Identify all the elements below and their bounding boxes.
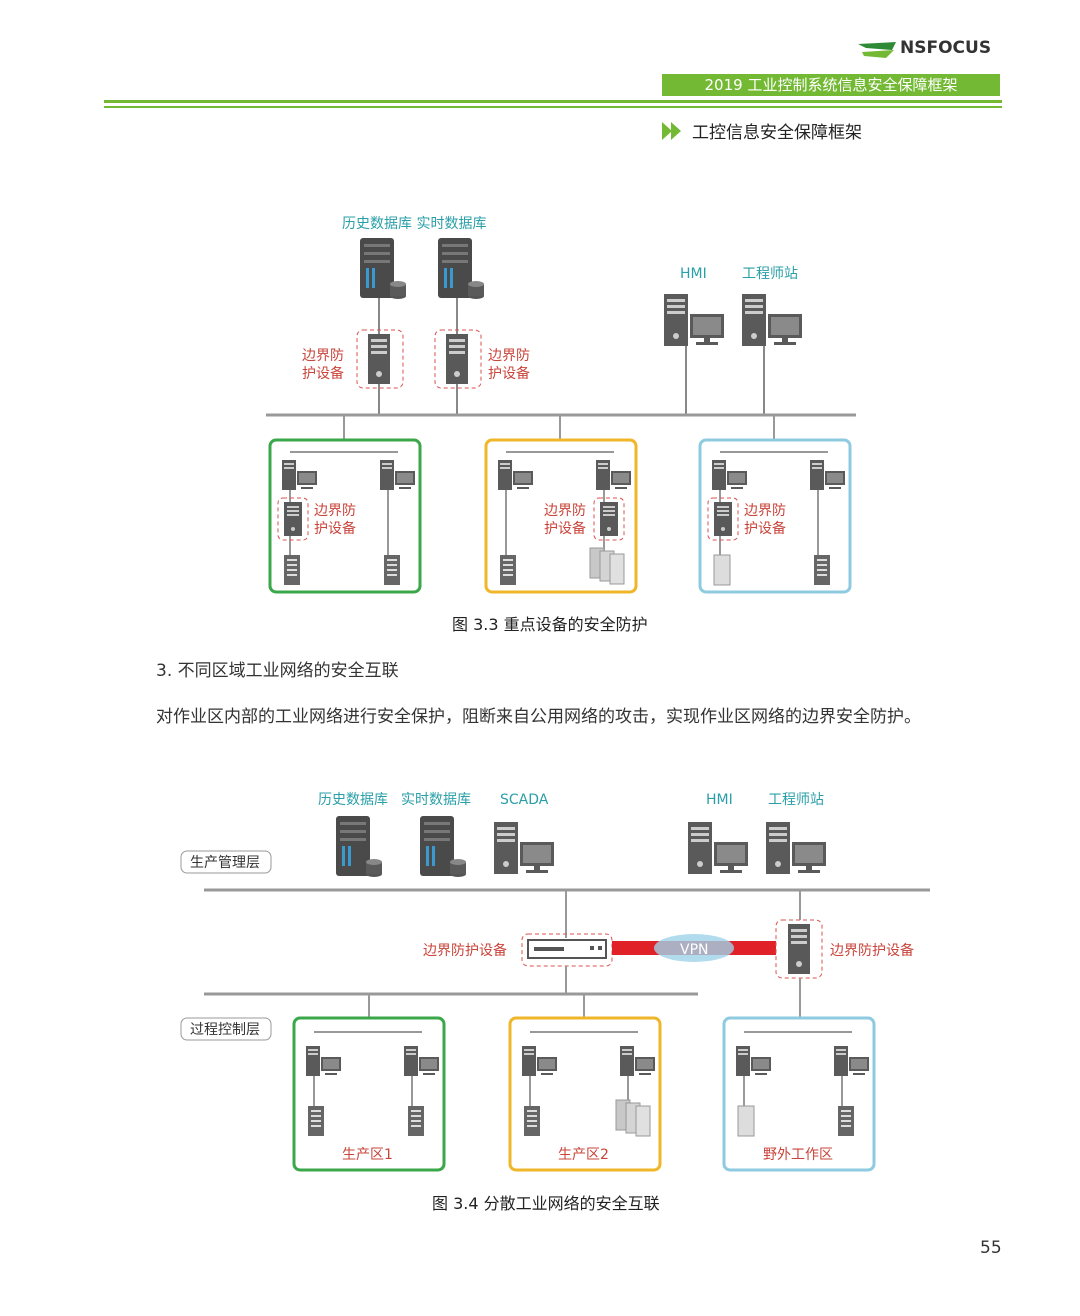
border-device-icon	[368, 334, 390, 384]
engineer-label: 工程师站	[768, 792, 824, 808]
svg-text:边界防: 边界防	[302, 348, 344, 364]
figure-3-4-caption: 图 3.4 分散工业网络的安全互联	[432, 1194, 660, 1213]
zone-2-label: 生产区2	[558, 1147, 609, 1163]
svg-text:边界防: 边界防	[744, 503, 786, 519]
production-zone-2	[508, 1016, 662, 1172]
engineer-workstation-icon	[766, 822, 826, 874]
field-work-zone	[722, 1016, 876, 1172]
production-zone-1	[292, 1016, 446, 1172]
border-device-icon	[788, 924, 810, 974]
hmi-workstation-icon	[688, 822, 748, 874]
svg-text:护设备: 护设备	[302, 365, 344, 382]
realtime-db-label: 实时数据库	[401, 792, 471, 808]
svg-text:边界防: 边界防	[488, 348, 530, 364]
page-number: 55	[980, 1238, 1002, 1258]
history-db-label: 历史数据库	[318, 792, 388, 808]
history-db-server-icon	[336, 816, 382, 877]
document-title: 2019 工业控制系统信息安全保障框架	[704, 76, 958, 94]
figure-3-3-diagram: 历史数据库 实时数据库 HMI 工程师站 边界防 护设备 边界防 护设备 边界防…	[266, 216, 856, 594]
figure-3-4-diagram: 生产管理层 过程控制层 VPN 边界防护设备 边界防护设备	[180, 792, 930, 1172]
svg-text:边界防: 边界防	[314, 503, 356, 519]
header-title-bar	[662, 74, 1000, 96]
zone-box-yellow	[484, 438, 638, 594]
scada-label: SCADA	[500, 792, 549, 808]
subsection-heading: 3. 不同区域工业网络的安全互联	[156, 661, 399, 681]
zone-box-blue	[698, 438, 852, 594]
nsfocus-logo-icon	[858, 42, 896, 58]
scada-workstation-icon	[494, 822, 554, 874]
engineer-workstation-icon	[742, 294, 802, 346]
border-device-label-right: 边界防护设备	[830, 942, 914, 959]
section-title: 工控信息安全保障框架	[692, 123, 862, 143]
border-device-label-left: 边界防护设备	[423, 942, 507, 959]
hmi-label: HMI	[706, 792, 733, 808]
realtime-db-server-icon	[438, 238, 484, 299]
realtime-db-server-icon	[420, 816, 466, 877]
zone-box-green	[268, 438, 422, 594]
svg-text:护设备: 护设备	[488, 365, 530, 382]
layer-label-control: 过程控制层	[190, 1022, 260, 1038]
vpn-label: VPN	[680, 942, 709, 958]
layer-label-management: 生产管理层	[190, 855, 260, 871]
svg-text:护设备: 护设备	[544, 520, 586, 537]
svg-text:护设备: 护设备	[744, 520, 786, 537]
svg-text:边界防: 边界防	[544, 503, 586, 519]
hmi-label: HMI	[680, 266, 707, 282]
border-device-icon	[446, 334, 468, 384]
engineer-label: 工程师站	[742, 266, 798, 282]
zone-1-label: 生产区1	[342, 1147, 393, 1163]
db-label: 历史数据库 实时数据库	[342, 216, 486, 232]
figure-3-3-caption: 图 3.3 重点设备的安全防护	[452, 615, 648, 634]
header-rule	[104, 100, 1002, 108]
border-device-icon	[527, 939, 607, 959]
brand-name: NSFOCUS	[900, 38, 992, 58]
zone-3-label: 野外工作区	[763, 1147, 833, 1163]
history-db-server-icon	[360, 238, 406, 299]
svg-text:护设备: 护设备	[314, 520, 356, 537]
double-arrow-icon	[662, 122, 681, 140]
body-paragraph: 对作业区内部的工业网络进行安全保护，阻断来自公用网络的攻击，实现作业区网络的边界…	[156, 707, 921, 727]
hmi-workstation-icon	[664, 294, 724, 346]
